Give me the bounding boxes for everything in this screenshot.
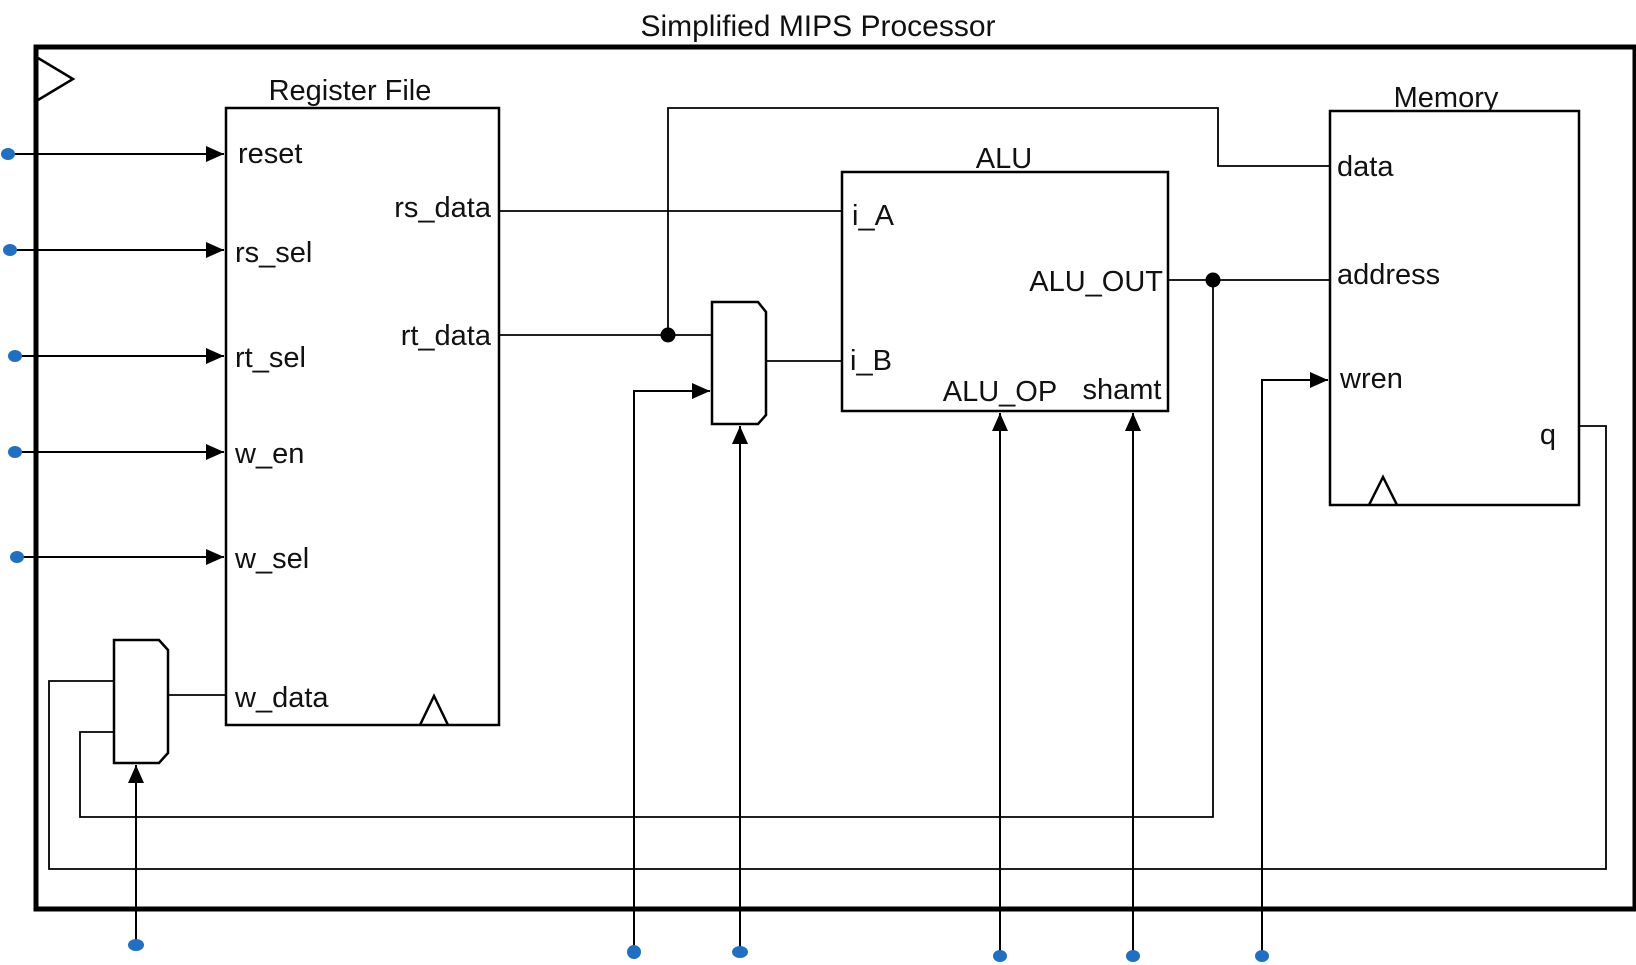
pin-reset <box>1 148 15 160</box>
port-i-a: i_A <box>852 200 895 232</box>
port-w-sel: w_sel <box>234 543 309 575</box>
port-wren: wren <box>1339 363 1403 395</box>
pin-alu-src <box>732 946 748 958</box>
write-back-mux <box>112 638 170 765</box>
clock-symbol-register-file <box>418 693 450 726</box>
port-rt-data: rt_data <box>401 320 492 352</box>
pin-w-sel <box>10 551 24 563</box>
port-alu-op: ALU_OP <box>943 376 1057 408</box>
memory-block <box>1328 109 1581 507</box>
port-rs-sel: rs_sel <box>235 237 312 269</box>
junction-rt-data <box>660 327 676 343</box>
pin-wren <box>1255 950 1269 962</box>
port-i-b: i_B <box>850 345 892 377</box>
register-file-block <box>224 106 501 727</box>
port-rs-data: rs_data <box>394 192 492 224</box>
alu-block <box>840 170 1170 413</box>
pin-rs-sel <box>3 244 17 256</box>
port-w-en: w_en <box>234 438 304 470</box>
pin-imm <box>627 945 641 959</box>
port-w-data: w_data <box>234 682 329 714</box>
processor-boundary <box>33 44 1636 912</box>
pin-alu-op <box>993 950 1007 962</box>
memory-title: Memory <box>1394 82 1499 114</box>
wire-alu-out-to-writeback <box>79 280 1214 818</box>
register-file-title: Register File <box>269 75 432 107</box>
wire-wren <box>1261 372 1328 956</box>
pin-rt-sel <box>8 350 22 362</box>
port-rt-sel: rt_sel <box>235 342 306 374</box>
clock-symbol-processor <box>37 56 76 102</box>
port-reset: reset <box>238 138 302 170</box>
pin-shamt <box>1126 950 1140 962</box>
wire-imm <box>633 383 710 952</box>
port-data: data <box>1337 151 1394 183</box>
pin-w-en <box>8 446 22 458</box>
port-address: address <box>1337 259 1440 291</box>
wire-rt-data-to-memory-data <box>667 107 1330 335</box>
port-alu-out: ALU_OUT <box>1029 266 1163 298</box>
diagram-title: Simplified MIPS Processor <box>640 10 995 43</box>
clock-symbol-memory <box>1367 474 1399 506</box>
alu-b-mux <box>710 300 768 426</box>
wire-q-to-writeback <box>48 425 1607 870</box>
alu-title: ALU <box>976 143 1032 175</box>
port-q: q <box>1540 419 1556 451</box>
port-shamt: shamt <box>1083 374 1162 406</box>
pin-mem-to-reg <box>128 939 144 951</box>
